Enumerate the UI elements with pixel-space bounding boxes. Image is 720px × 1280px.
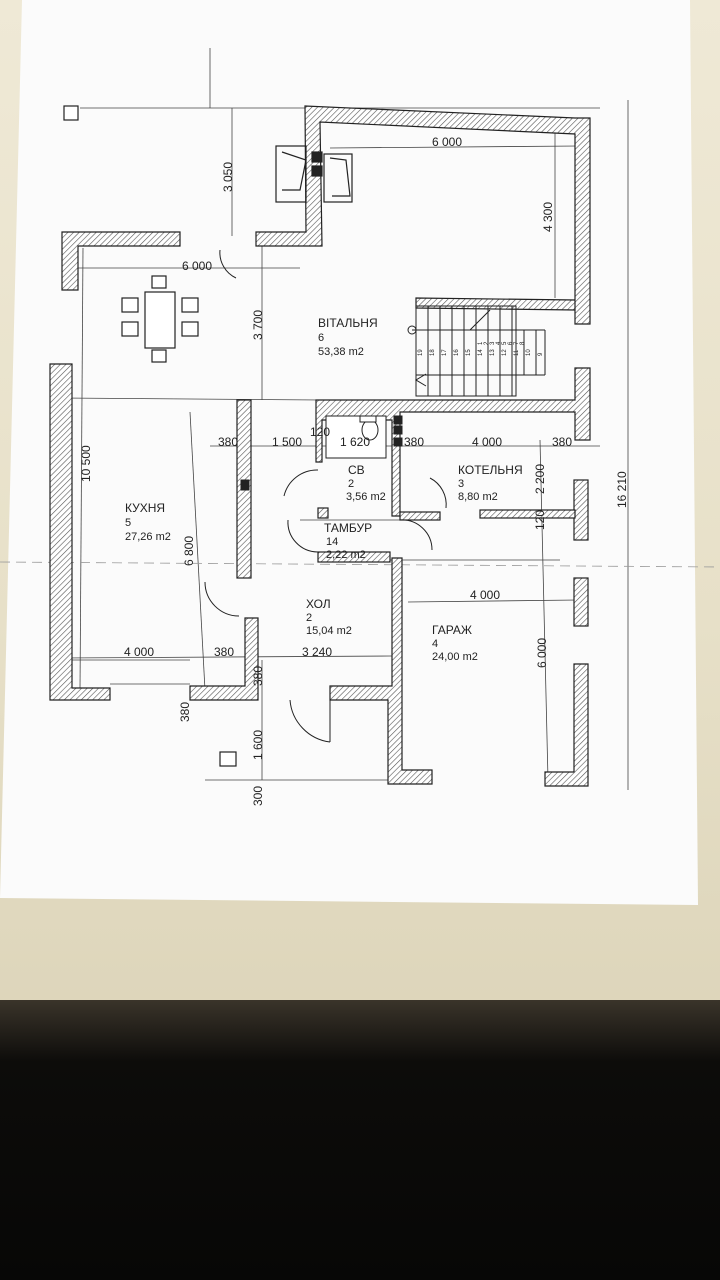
dim-1600: 1 600 <box>251 730 265 760</box>
dim-380-b: 380 <box>404 435 424 449</box>
stair-step-number: 1 <box>478 341 484 345</box>
dim-120-a: 120 <box>310 425 330 439</box>
room-area-bathroom: 3,56 m2 <box>346 491 386 503</box>
stair-step-number: 16 <box>454 349 460 356</box>
stair-step-number: 9 <box>538 352 544 356</box>
stair-step-number: 11 <box>514 349 520 356</box>
fireplace <box>275 145 353 203</box>
stair-step-number: 13 <box>490 349 496 356</box>
dim-3700: 3 700 <box>251 310 265 340</box>
toilet <box>325 415 387 459</box>
dim-4000-b: 4 000 <box>470 588 500 602</box>
floor-plan: ВІТАЛЬНЯ 6 53,38 m2 КУХНЯ 5 27,26 m2 СВ … <box>0 48 720 806</box>
dim-380-f: 380 <box>178 702 192 722</box>
room-number-living: 6 <box>318 332 324 344</box>
stair-step-number: 3 <box>490 341 496 345</box>
dim-3050: 3 050 <box>221 162 235 192</box>
room-area-living: 53,38 m2 <box>318 346 364 358</box>
dimension-lines <box>0 48 720 790</box>
staircase <box>407 305 546 397</box>
stair-step-number: 2 <box>484 341 490 345</box>
room-area-boiler: 8,80 m2 <box>458 491 498 503</box>
dim-380-a: 380 <box>218 435 238 449</box>
dim-4000-c: 4 000 <box>124 645 154 659</box>
stair-step-number: 18 <box>430 349 436 356</box>
doors <box>204 249 447 743</box>
stair-step-number: 6 <box>508 341 514 345</box>
room-name-living: ВІТАЛЬНЯ <box>318 316 378 330</box>
dim-2200: 2 200 <box>533 464 547 494</box>
room-name-boiler: КОТЕЛЬНЯ <box>458 463 523 477</box>
dim-380-e: 380 <box>251 666 265 686</box>
room-number-vestibule: 14 <box>326 536 338 548</box>
stair-step-number: 8 <box>520 341 526 345</box>
dining-table <box>121 275 199 363</box>
room-name-bathroom: СВ <box>348 463 365 477</box>
room-name-hall: ХОЛ <box>306 597 331 611</box>
room-area-garage: 24,00 m2 <box>432 651 478 663</box>
dim-6800: 6 800 <box>182 536 196 566</box>
room-area-kitchen: 27,26 m2 <box>125 531 171 543</box>
room-number-kitchen: 5 <box>125 517 131 529</box>
dim-6000-top: 6 000 <box>432 135 462 149</box>
room-number-garage: 4 <box>432 638 438 650</box>
dim-4000-a: 4 000 <box>472 435 502 449</box>
dim-6000-garage: 6 000 <box>535 638 549 668</box>
room-labels: ВІТАЛЬНЯ 6 53,38 m2 КУХНЯ 5 27,26 m2 СВ … <box>125 316 523 663</box>
room-number-boiler: 3 <box>458 478 464 490</box>
stair-step-number: 7 <box>514 341 520 345</box>
dim-1500: 1 500 <box>272 435 302 449</box>
room-name-kitchen: КУХНЯ <box>125 501 165 515</box>
dim-6000-left: 6 000 <box>182 259 212 273</box>
dark-foreground-shadow <box>0 1000 720 1280</box>
room-area-vestibule: 2,22 m2 <box>326 549 366 561</box>
dim-380-c: 380 <box>552 435 572 449</box>
dim-3240: 3 240 <box>302 645 332 659</box>
stair-step-number: 15 <box>466 349 472 356</box>
vertical-dimension-labels: 3 050 4 300 3 700 10 500 16 210 2 200 12… <box>79 162 629 806</box>
room-name-vestibule: ТАМБУР <box>324 521 372 535</box>
dim-4300: 4 300 <box>541 202 555 232</box>
dim-10500: 10 500 <box>79 445 93 482</box>
stair-step-number: 14 <box>478 349 484 356</box>
dim-1620: 1 620 <box>340 435 370 449</box>
stair-step-number: 10 <box>526 349 532 356</box>
stair-step-number: 12 <box>502 349 508 356</box>
room-area-hall: 15,04 m2 <box>306 625 352 637</box>
dimension-labels: 6 000 6 000 380 1 500 120 1 620 380 4 00… <box>124 135 572 659</box>
dim-16210: 16 210 <box>615 471 629 508</box>
dim-120-b: 120 <box>533 510 547 530</box>
room-number-bathroom: 2 <box>348 478 354 490</box>
dim-380-d: 380 <box>214 645 234 659</box>
room-number-hall: 2 <box>306 612 312 624</box>
stair-step-number: 17 <box>442 349 448 356</box>
walls <box>49 105 591 787</box>
room-name-garage: ГАРАЖ <box>432 623 472 637</box>
stair-step-number: 5 <box>502 341 508 345</box>
stair-step-number: 19 <box>418 349 424 356</box>
dim-300: 300 <box>251 786 265 806</box>
stair-step-number: 4 <box>496 341 502 345</box>
vent-blocks <box>240 415 403 491</box>
